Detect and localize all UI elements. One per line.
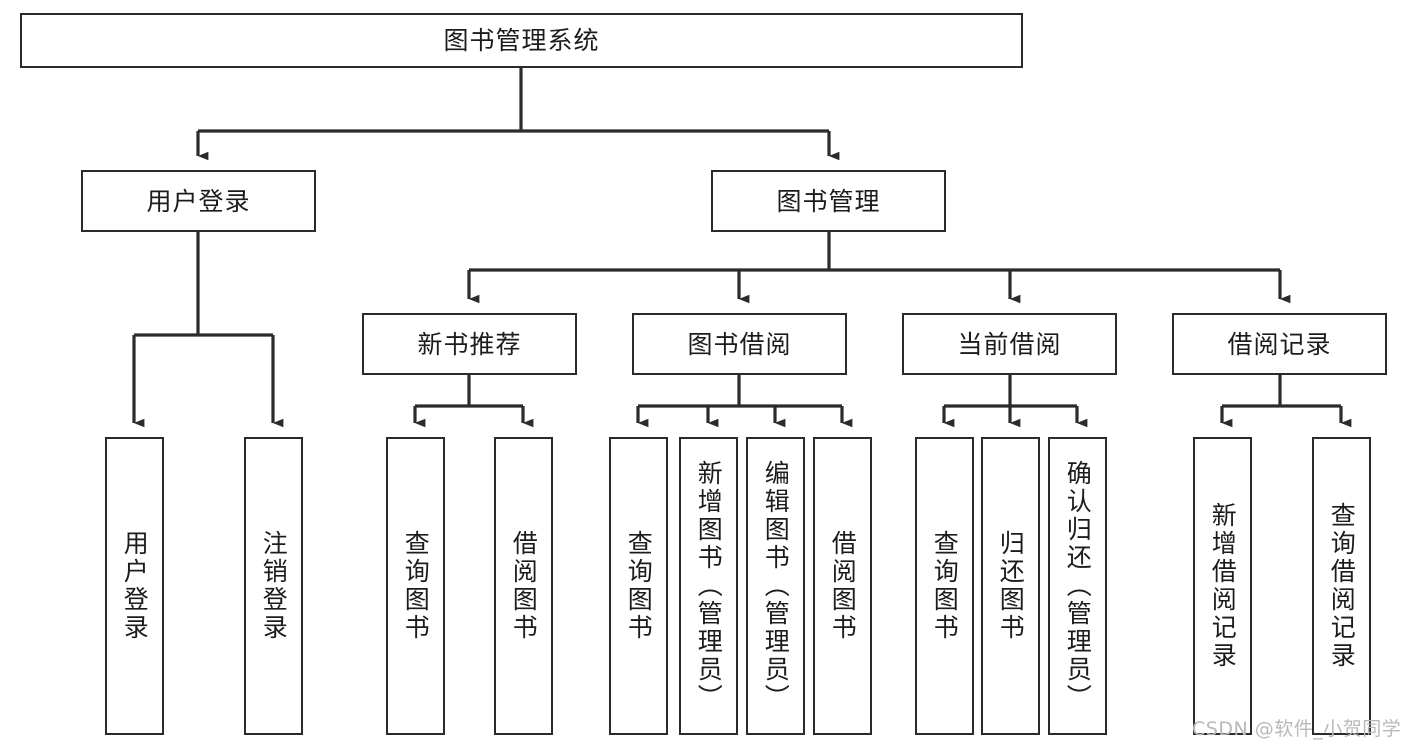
leaf-user-login-logout[interactable]: 注销登录: [244, 437, 303, 735]
leaf-current-confirm-return-admin[interactable]: 确认归还（管理员）: [1048, 437, 1107, 735]
node-book-borrow[interactable]: 图书借阅: [632, 313, 847, 375]
node-label: 图书管理系统: [443, 26, 600, 55]
node-current-borrow[interactable]: 当前借阅: [902, 313, 1117, 375]
leaf-record-add-record[interactable]: 新增借阅记录: [1193, 437, 1252, 735]
node-borrow-record[interactable]: 借阅记录: [1172, 313, 1387, 375]
node-label: 归还图书: [996, 530, 1026, 642]
node-label: 查询图书: [624, 530, 654, 642]
node-label: 查询图书: [401, 530, 431, 642]
node-label: 新增借阅记录: [1208, 502, 1238, 670]
node-label: 借阅图书: [828, 530, 858, 642]
node-label: 图书管理: [776, 186, 881, 216]
leaf-borrow-add-book-admin[interactable]: 新增图书（管理员）: [679, 437, 738, 735]
csdn-watermark: CSDN @软件_小贺同学: [1192, 718, 1402, 740]
leaf-current-query-book[interactable]: 查询图书: [915, 437, 974, 735]
node-label: 用户登录: [120, 530, 150, 642]
node-label: 编辑图书（管理员）: [761, 460, 791, 712]
leaf-record-query-record[interactable]: 查询借阅记录: [1312, 437, 1371, 735]
leaf-user-login-login[interactable]: 用户登录: [105, 437, 164, 735]
leaf-current-return-book[interactable]: 归还图书: [981, 437, 1040, 735]
leaf-recommend-query-book[interactable]: 查询图书: [386, 437, 445, 735]
node-label: 确认归还（管理员）: [1063, 460, 1093, 712]
node-label: 用户登录: [146, 186, 251, 216]
node-label: 当前借阅: [957, 329, 1062, 359]
leaf-borrow-borrow-book[interactable]: 借阅图书: [813, 437, 872, 735]
node-label: 借阅记录: [1227, 329, 1332, 359]
node-label: 查询图书: [930, 530, 960, 642]
node-user-login[interactable]: 用户登录: [81, 170, 316, 232]
leaf-recommend-borrow-book[interactable]: 借阅图书: [494, 437, 553, 735]
leaf-borrow-query-book[interactable]: 查询图书: [609, 437, 668, 735]
node-label: 图书借阅: [687, 329, 792, 359]
node-label: 查询借阅记录: [1327, 502, 1357, 670]
node-book-management[interactable]: 图书管理: [711, 170, 946, 232]
leaf-borrow-edit-book-admin[interactable]: 编辑图书（管理员）: [746, 437, 805, 735]
node-label: 借阅图书: [509, 530, 539, 642]
node-label: 注销登录: [259, 530, 289, 642]
node-root-system[interactable]: 图书管理系统: [20, 13, 1023, 68]
node-label: 新增图书（管理员）: [694, 460, 724, 712]
node-new-book-recommend[interactable]: 新书推荐: [362, 313, 577, 375]
node-label: 新书推荐: [417, 329, 522, 359]
